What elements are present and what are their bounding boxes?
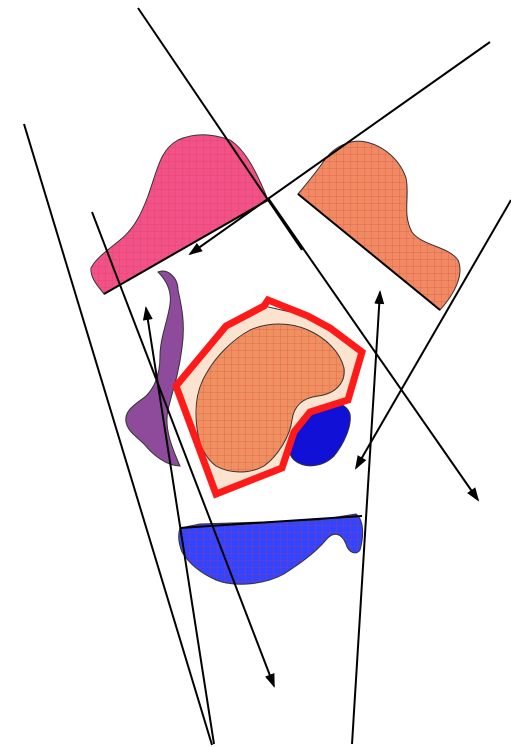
organs-layer xyxy=(91,135,460,585)
